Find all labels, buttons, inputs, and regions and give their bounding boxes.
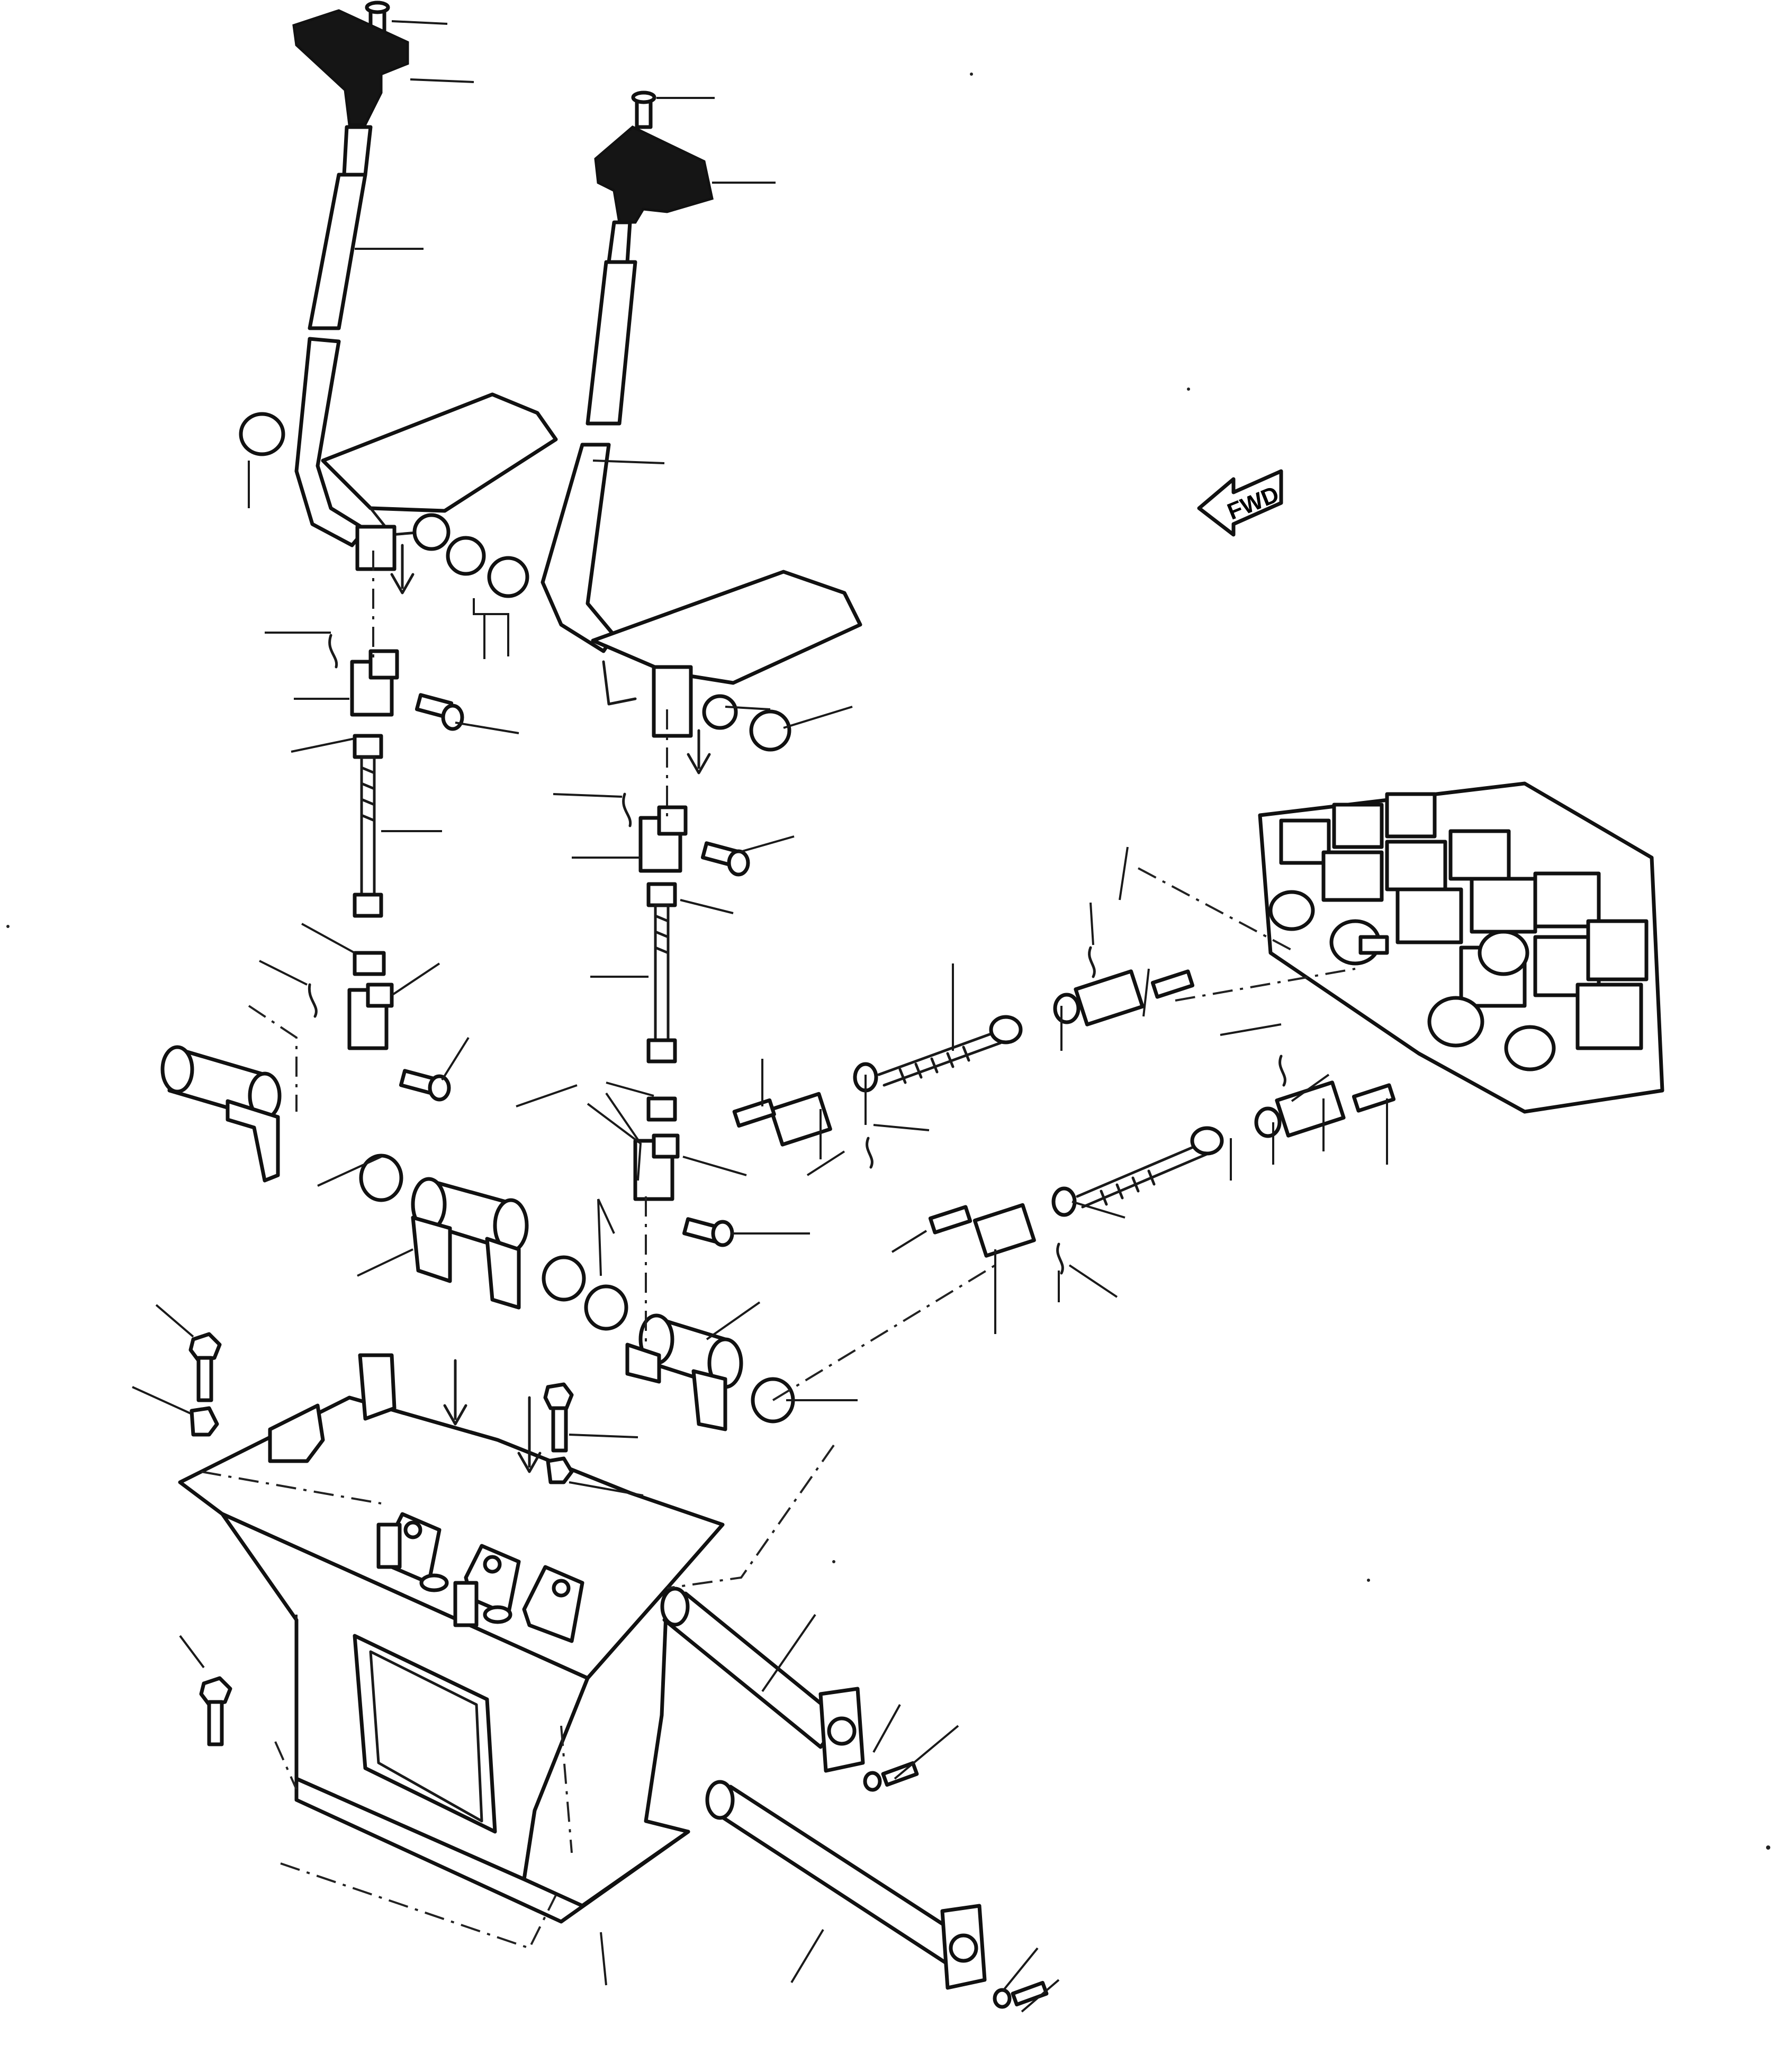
console-base-housing: [178, 1353, 725, 1924]
callout-leaders: [132, 20, 1388, 2013]
left-linkage-rod: [308, 634, 464, 1102]
valve-linkage-cables: [732, 946, 1396, 1275]
left-lever-bushing: [239, 412, 285, 456]
left-control-lever: [239, 1, 558, 598]
right-pedal-plate: [591, 570, 862, 685]
pedal-shafts: [660, 1587, 1049, 2009]
scan-specks: [6, 73, 1770, 1850]
pivot-shafts: [160, 1045, 795, 1431]
left-lever-rod: [342, 125, 373, 177]
right-linkage-rod: [622, 792, 750, 1247]
left-knob: [292, 9, 409, 126]
right-knob: [594, 125, 714, 224]
left-pedal-plate: [321, 392, 558, 513]
mounting-bolts: [188, 1332, 574, 1746]
control-valve-assembly: [1258, 781, 1664, 1114]
right-control-lever: [541, 91, 862, 774]
right-lever-rod: [607, 220, 632, 264]
assembly-centerlines: [201, 551, 1356, 1950]
fwd-direction-indicator: FWD: [1197, 469, 1283, 537]
right-knob-screw: [631, 91, 656, 129]
